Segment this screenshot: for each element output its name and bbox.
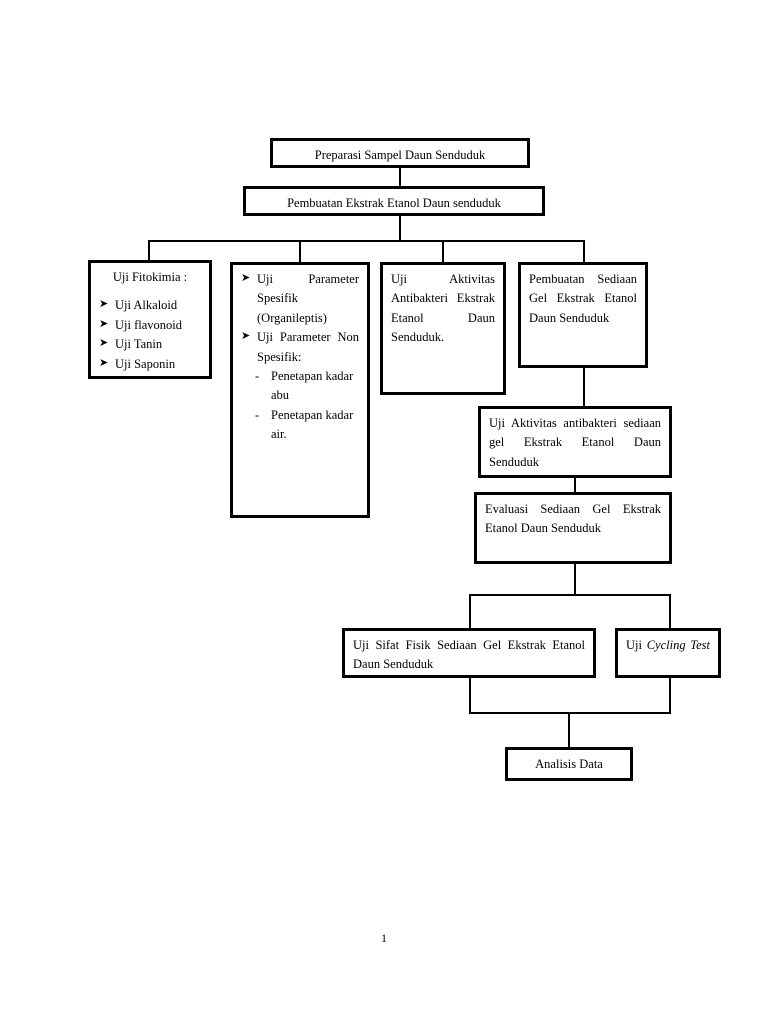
node-uji-gel-label: Uji Aktivitas antibakteri sediaan gel Ek… — [489, 416, 661, 469]
node-uji-aktivitas-antibakteri: Uji Aktivitas Antibakteri Ekstrak Etanol… — [380, 262, 506, 395]
list-item: ➤ Uji Saponin — [99, 355, 201, 374]
connector-merge-to-analisis — [568, 712, 570, 747]
arrow-bullet-icon: ➤ — [241, 272, 251, 284]
sub-list-item-label: Penetapan kadar abu — [271, 368, 354, 403]
node-analisis-data: Analisis Data — [505, 747, 633, 781]
node-antibakteri-label: Uji Aktivitas Antibakteri Ekstrak Etanol… — [391, 272, 495, 345]
list-item: ➤ Uji Tanin — [99, 335, 201, 354]
list-item-label: Uji Alkaloid — [115, 298, 178, 313]
node-evaluasi-sediaan-gel: Evaluasi Sediaan Gel Ekstrak Etanol Daun… — [474, 492, 672, 564]
node-analisis-label: Analisis Data — [535, 757, 603, 771]
sub-list-item: - Penetapan kadar abu — [241, 367, 359, 406]
connector-merge-bus — [469, 712, 671, 714]
node-uji-antibakteri-sediaan-gel: Uji Aktivitas antibakteri sediaan gel Ek… — [478, 406, 672, 478]
node-cycling-prefix: Uji — [626, 638, 642, 652]
connector-drop-fitokimia — [148, 240, 150, 260]
list-item-label: Uji Parameter Non Spesifik: — [257, 330, 359, 364]
connector-drop-antibakteri — [442, 240, 444, 262]
connector-bottom-split-bus — [469, 594, 671, 596]
arrow-bullet-icon: ➤ — [99, 337, 109, 350]
list-item-label: Uji Parameter Spesifik (Organileptis) — [257, 272, 359, 325]
node-cycling-italic-label: Cycling Test — [646, 638, 710, 652]
connector-branch-bus — [148, 240, 584, 242]
list-item-label: Uji Tanin — [115, 337, 163, 352]
arrow-bullet-icon: ➤ — [241, 330, 251, 343]
arrow-bullet-icon: ➤ — [99, 298, 109, 311]
arrow-bullet-icon: ➤ — [99, 317, 109, 330]
dash-bullet-icon: - — [255, 407, 260, 422]
node-preparasi-sampel: Preparasi Sampel Daun Senduduk — [270, 138, 530, 168]
arrow-bullet-icon: ➤ — [99, 356, 109, 369]
connector-drop-sifat-fisik — [469, 594, 471, 628]
list-item: ➤ Uji Parameter Non Spesifik: — [241, 328, 359, 367]
node-sifat-fisik-label: Uji Sifat Fisik Sediaan Gel Ekstrak Etan… — [353, 638, 585, 672]
sub-list-item: - Penetapan kadar air. — [241, 406, 359, 445]
node-ekstrak-label: Pembuatan Ekstrak Etanol Daun senduduk — [287, 196, 501, 210]
node-pembuatan-ekstrak: Pembuatan Ekstrak Etanol Daun senduduk — [243, 186, 545, 216]
connector-cycling-down — [669, 678, 671, 714]
list-item: ➤ Uji Alkaloid — [99, 296, 201, 315]
connector-sifat-fisik-down — [469, 678, 471, 714]
fitokimia-heading: Uji Fitokimia : — [112, 270, 188, 284]
node-pembuatan-sediaan-gel: Pembuatan Sediaan Gel Ekstrak Etanol Dau… — [518, 262, 648, 368]
connector-preparasi-to-ekstrak — [399, 168, 401, 186]
list-item: ➤ Uji flavonoid — [99, 316, 201, 335]
connector-uji-gel-to-evaluasi — [574, 478, 576, 492]
node-evaluasi-label: Evaluasi Sediaan Gel Ekstrak Etanol Daun… — [485, 502, 661, 536]
list-item-label: Uji flavonoid — [115, 317, 183, 332]
connector-sediaan-to-uji-gel — [583, 368, 585, 406]
connector-evaluasi-stem — [574, 564, 576, 595]
connector-drop-cycling — [669, 594, 671, 628]
node-sediaan-gel-label: Pembuatan Sediaan Gel Ekstrak Etanol Dau… — [529, 272, 637, 325]
dash-bullet-icon: - — [255, 368, 260, 383]
node-uji-cycling-test: Uji Cycling Test — [615, 628, 721, 678]
node-uji-fitokimia: Uji Fitokimia : ➤ Uji Alkaloid ➤ Uji fla… — [88, 260, 212, 379]
node-uji-parameter: ➤ Uji Parameter Spesifik (Organileptis) … — [230, 262, 370, 518]
list-item-label: Uji Saponin — [115, 356, 176, 371]
connector-ekstrak-stem — [399, 216, 401, 241]
connector-drop-parameter — [299, 240, 301, 262]
list-item: ➤ Uji Parameter Spesifik (Organileptis) — [241, 270, 359, 328]
sub-list-item-label: Penetapan kadar air. — [271, 407, 354, 441]
page-number: 1 — [381, 931, 387, 945]
node-uji-sifat-fisik: Uji Sifat Fisik Sediaan Gel Ekstrak Etan… — [342, 628, 596, 678]
connector-drop-sediaan-gel — [583, 240, 585, 262]
node-preparasi-label: Preparasi Sampel Daun Senduduk — [314, 148, 486, 162]
